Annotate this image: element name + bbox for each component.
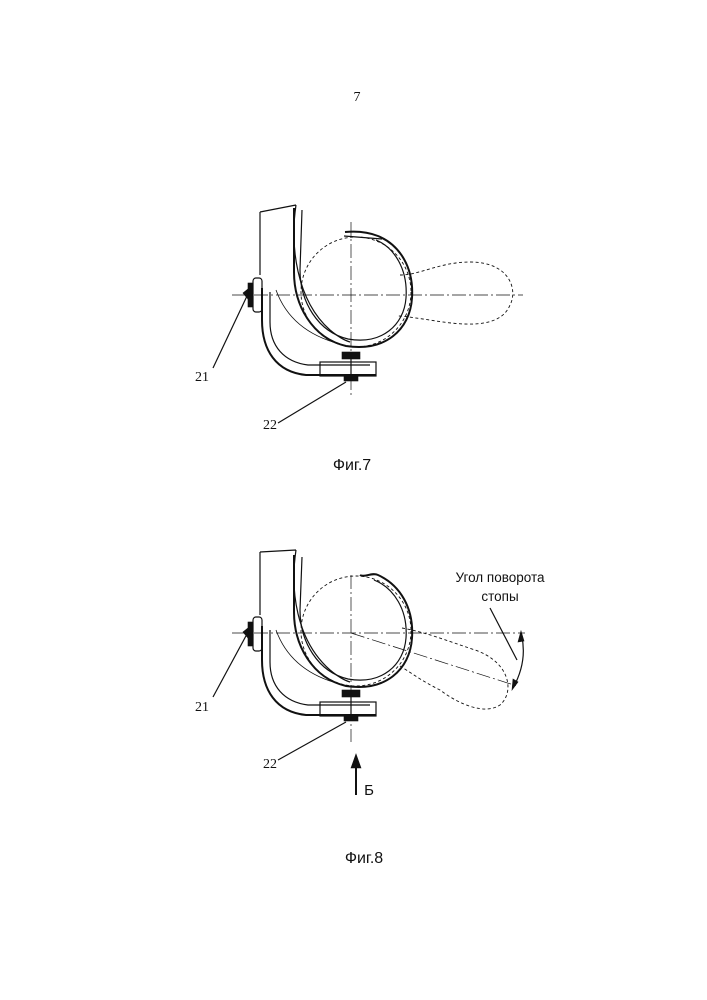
fig8-foot-outline <box>400 628 508 709</box>
fig8-view-label: Б <box>364 782 374 799</box>
fig8-leg-cuff <box>260 550 350 682</box>
fig8-caption: Фиг.8 <box>345 850 383 867</box>
fig7-brace-inner-edge <box>300 210 406 340</box>
fig8-angle-label-leader <box>490 608 517 660</box>
fig8-angle-label-line1: Угол поворота <box>455 570 545 585</box>
fig7-foot-outline <box>398 262 513 324</box>
fig8-bottom-plate <box>320 702 376 716</box>
figure-8: Угол поворота стопы 21 22 Б Фиг.8 <box>195 550 545 867</box>
fig7-callout-22: 22 <box>263 418 277 433</box>
fig8-brace-inner-edge <box>300 557 406 680</box>
fig7-cuff-inner-line <box>276 290 340 344</box>
fig8-brace-shell <box>294 555 412 687</box>
fig8-view-arrow-head <box>351 754 361 768</box>
fig8-angle-label-line2: стопы <box>481 589 518 604</box>
page-number: 7 <box>354 90 361 105</box>
fig7-hinge-bolt-head <box>243 289 248 299</box>
fig7-brace-top-edge <box>344 236 382 239</box>
fig8-callout-22: 22 <box>263 757 277 772</box>
figure-7: 21 22 Фиг.7 <box>195 205 523 474</box>
fig7-caption: Фиг.7 <box>333 457 371 474</box>
fig7-bottom-plate <box>320 362 376 376</box>
fig8-leader-21 <box>213 634 247 697</box>
fig8-hinge-plate <box>253 617 262 651</box>
fig7-leg-cuff <box>260 205 350 342</box>
fig8-hinge-washer <box>248 622 253 646</box>
fig8-callout-21: 21 <box>195 700 209 715</box>
fig8-leader-22 <box>278 722 346 760</box>
fig7-leader-21 <box>213 296 247 368</box>
fig7-leader-22 <box>278 382 346 423</box>
fig7-callout-21: 21 <box>195 370 209 385</box>
fig7-hinge-washer <box>248 283 253 307</box>
